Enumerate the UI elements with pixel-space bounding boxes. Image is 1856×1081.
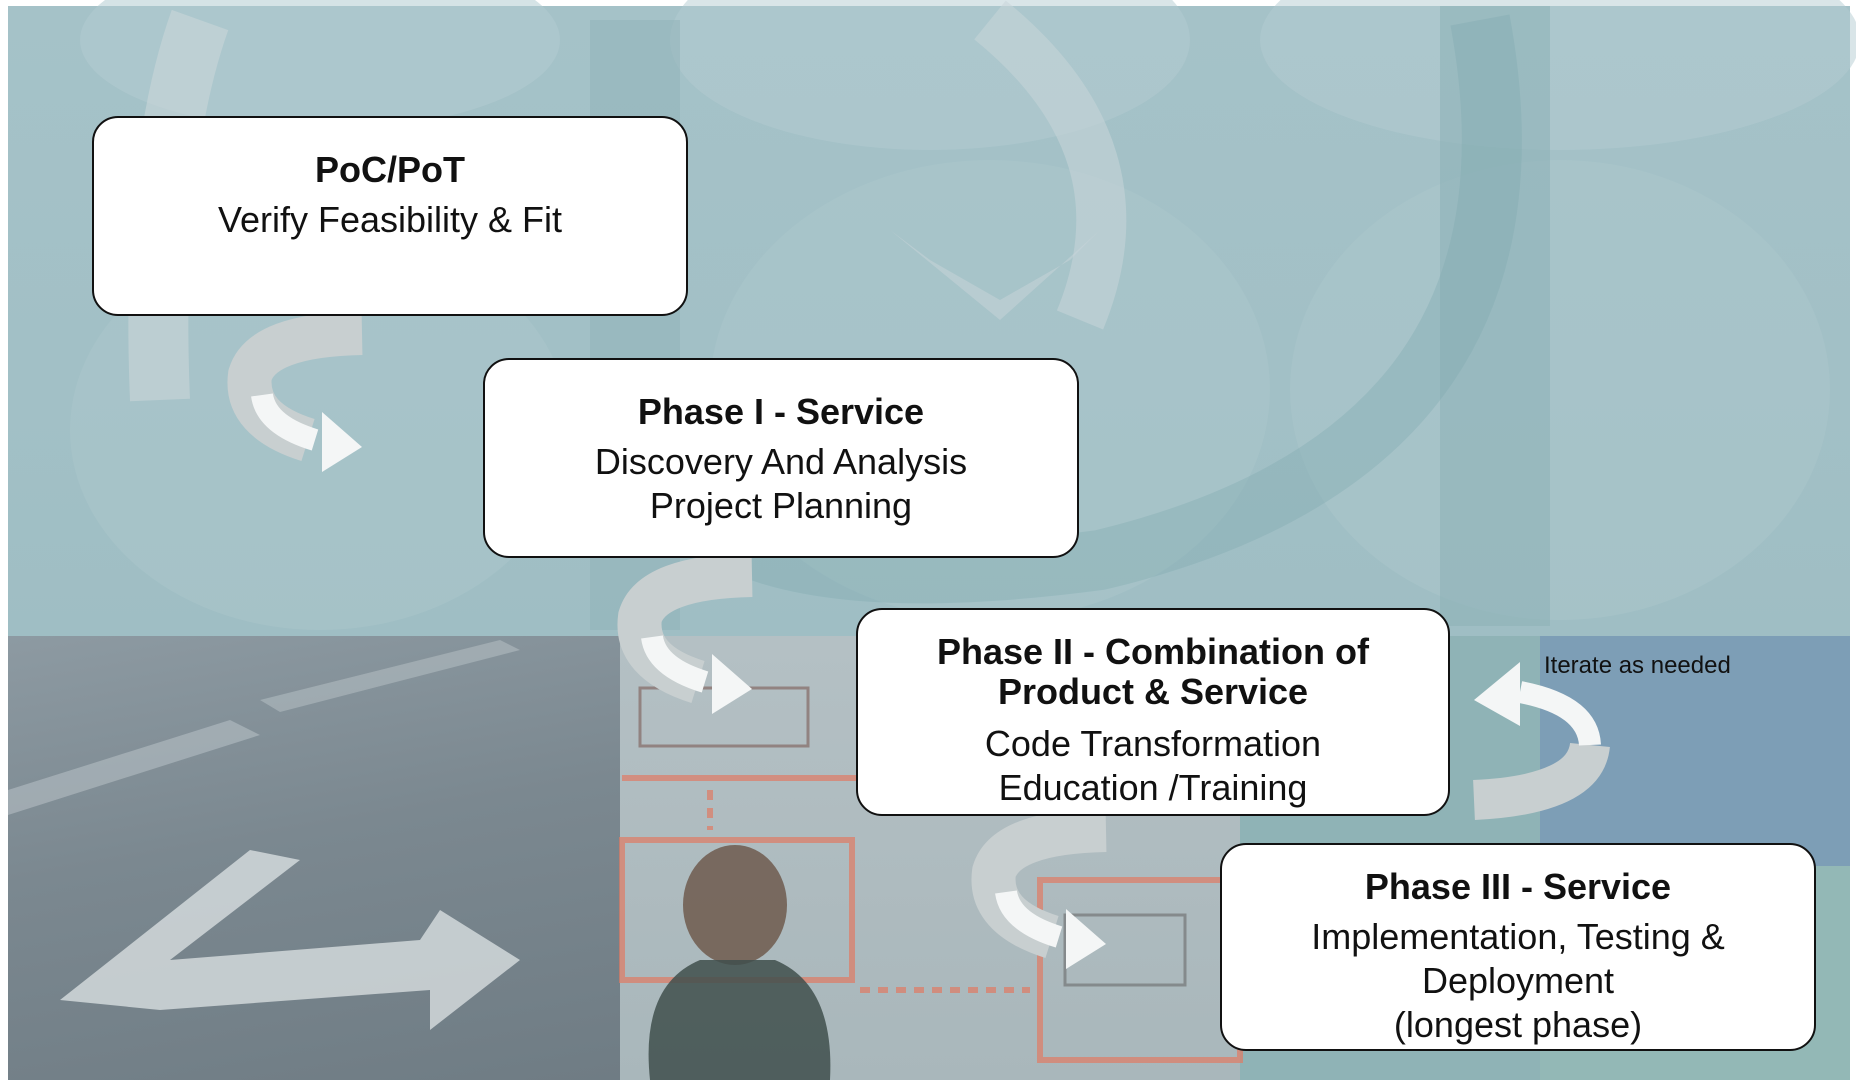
curved-arrow-icon xyxy=(971,808,1107,969)
phase1-body: Discovery And Analysis Project Planning xyxy=(485,440,1077,528)
phase3-box: Phase III - Service Implementation, Test… xyxy=(1220,843,1816,1051)
curved-arrow-icon xyxy=(227,311,363,472)
phase1-line: Project Planning xyxy=(649,485,913,526)
phase2-box: Phase II - Combination of Product & Serv… xyxy=(856,608,1450,816)
phase3-line: (longest phase) xyxy=(1393,1004,1643,1045)
phase3-title: Phase III - Service xyxy=(1364,866,1672,907)
phase2-title-line: Phase II - Combination of xyxy=(936,631,1370,672)
phase1-box: Phase I - Service Discovery And Analysis… xyxy=(483,358,1079,558)
loop-arrow-icon xyxy=(1472,662,1610,820)
phase2-body: Code Transformation Education /Training xyxy=(858,722,1448,810)
phase3-line: Deployment xyxy=(1421,960,1615,1001)
poc-body: Verify Feasibility & Fit xyxy=(94,198,686,242)
curved-arrow-icon xyxy=(617,553,753,714)
phase3-line: Implementation, Testing & xyxy=(1311,916,1725,957)
phase1-line: Discovery And Analysis xyxy=(594,441,968,482)
phase2-line: Education /Training xyxy=(998,767,1308,808)
poc-line: Verify Feasibility & Fit xyxy=(217,199,563,240)
phase2-title: Phase II - Combination of Product & Serv… xyxy=(858,632,1448,712)
background-road-photo xyxy=(8,636,620,1080)
iterate-label: Iterate as needed xyxy=(1544,652,1731,679)
phase2-line: Code Transformation xyxy=(984,723,1322,764)
poc-title: PoC/PoT xyxy=(315,149,465,190)
poc-box: PoC/PoT Verify Feasibility & Fit xyxy=(92,116,688,316)
phase1-title: Phase I - Service xyxy=(637,391,925,432)
phase3-body: Implementation, Testing & Deployment (lo… xyxy=(1222,915,1814,1047)
phase2-title-line: Product & Service xyxy=(997,671,1309,712)
